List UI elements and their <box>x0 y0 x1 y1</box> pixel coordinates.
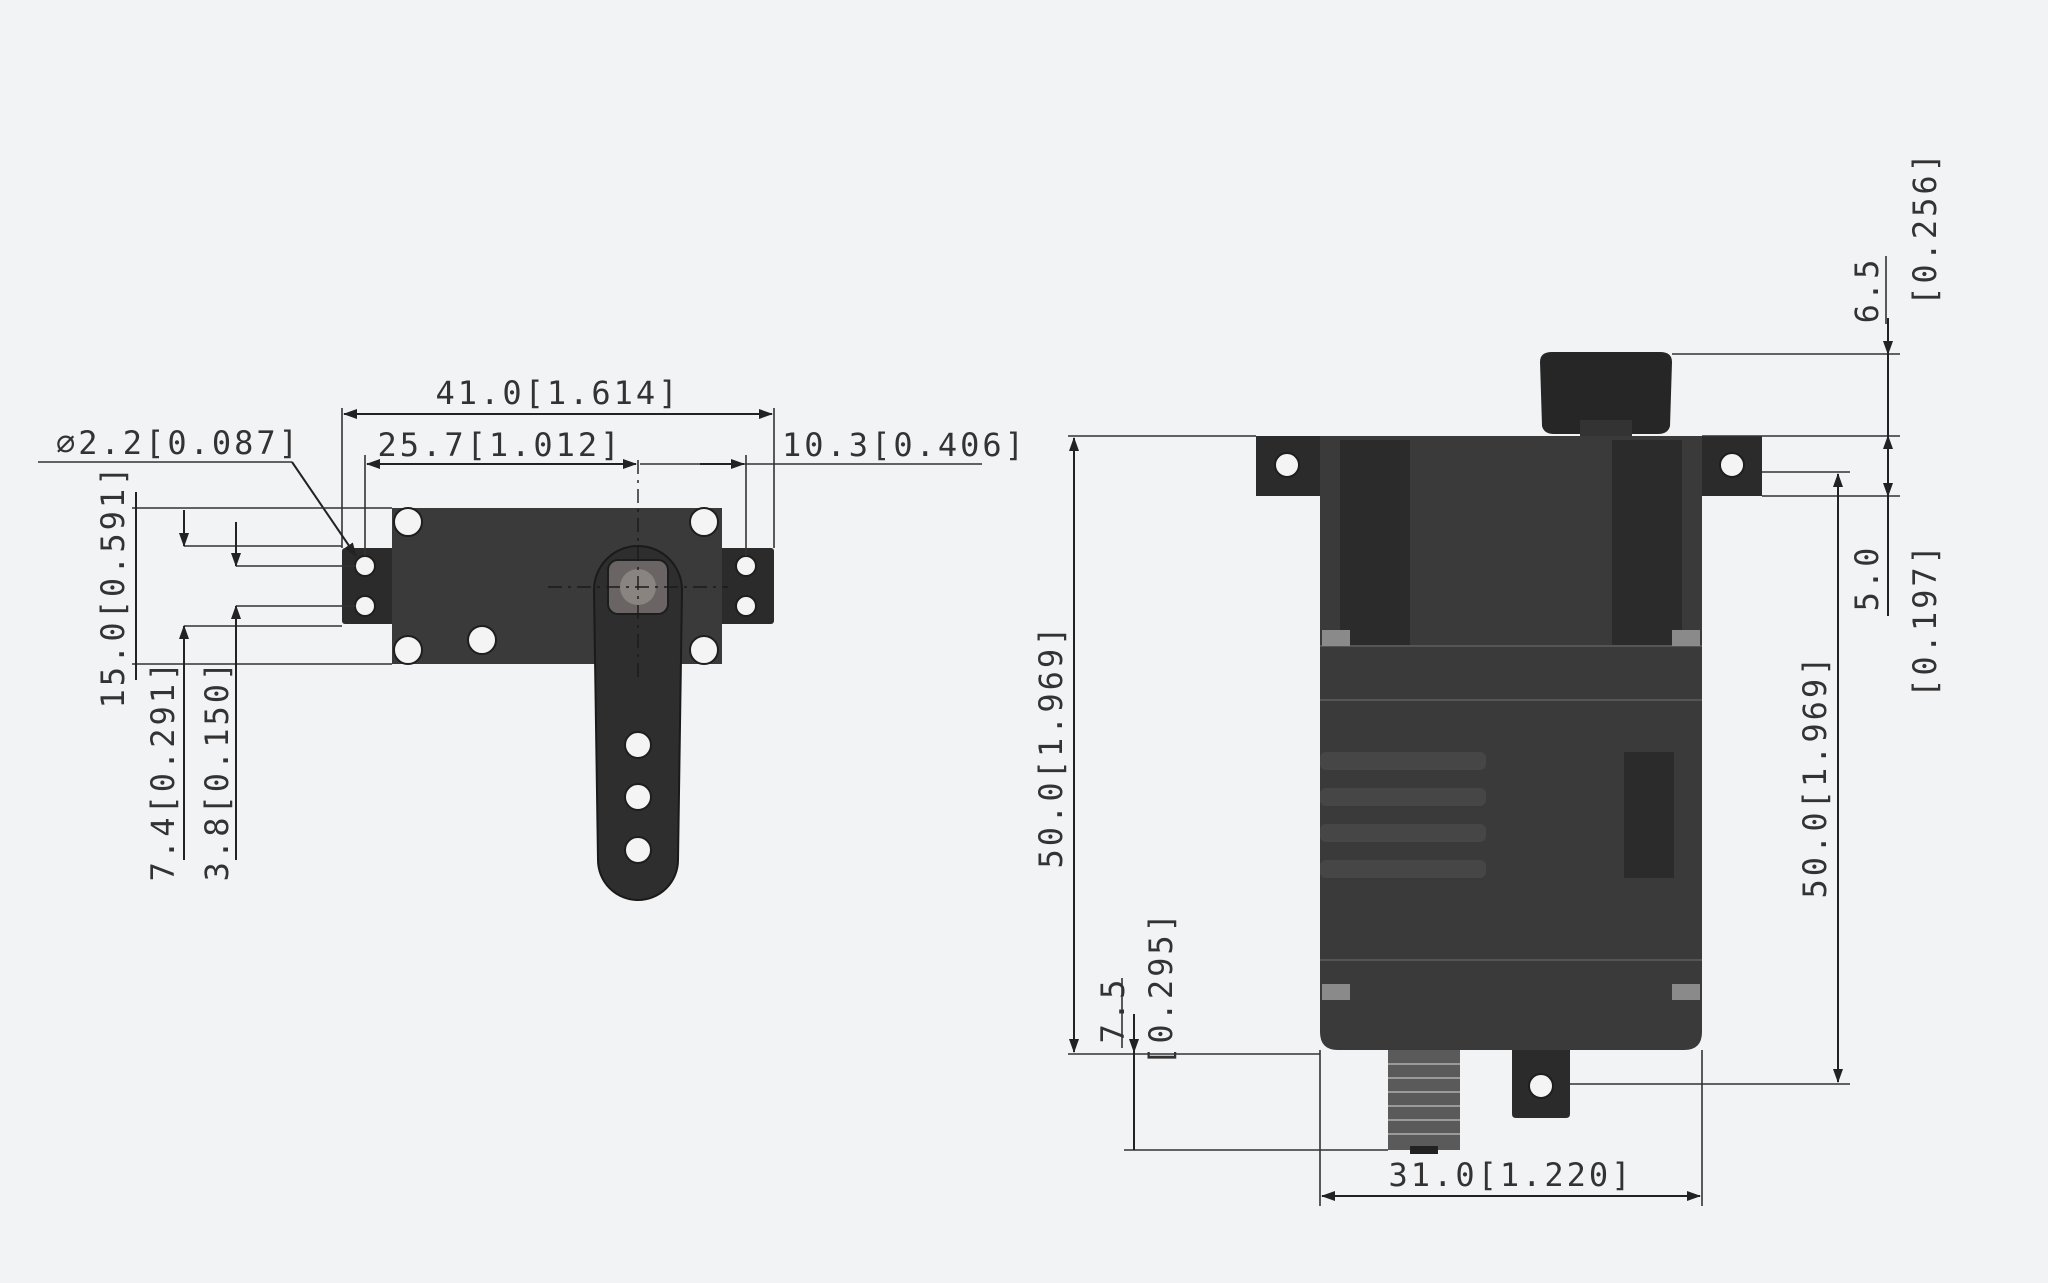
side-mounting-flange <box>1256 436 1762 496</box>
flange-mount-hole <box>1274 452 1300 478</box>
side-screw-tab <box>1672 630 1700 646</box>
side-screw-tab <box>1672 984 1700 1000</box>
side-screw-tab <box>1322 630 1350 646</box>
side-upper-rib <box>1340 440 1410 646</box>
output-gear-cap <box>1540 352 1672 434</box>
output-gear-neck <box>1580 420 1632 440</box>
flange-mount-hole <box>1719 452 1745 478</box>
hole-diameter-leader <box>291 461 357 557</box>
side-label-recess <box>1624 752 1674 878</box>
dim-body-width: 31.0[1.220] <box>1389 1156 1634 1194</box>
side-upper-rib <box>1612 440 1682 646</box>
cooling-fin <box>1320 788 1486 806</box>
front-view: 41.0[1.614] 25.7[1.012] 10.3[0.406] ∅2.2… <box>38 374 1027 901</box>
dim-flange-in: [0.197] <box>1906 542 1944 698</box>
front-body-screw-hole <box>689 635 719 665</box>
dim-top-gear-mm: 6.5 <box>1848 257 1886 324</box>
front-body-screw-hole <box>689 507 719 537</box>
horn-hole <box>624 783 652 811</box>
dim-overall-width: 41.0[1.614] <box>436 374 681 412</box>
front-body-screw-hole <box>393 507 423 537</box>
cooling-fin <box>1320 824 1486 842</box>
dim-hole-offset-a: 7.4[0.291] <box>144 659 182 882</box>
front-body-screw-hole <box>467 625 497 655</box>
servo-horn-arm <box>592 545 684 901</box>
flange-mount-hole <box>735 555 757 577</box>
dim-body-height: 50.0[1.969] <box>1796 654 1834 899</box>
dim-shaft-to-edge: 10.3[0.406] <box>782 426 1027 464</box>
dim-hole-offset-b: 3.8[0.150] <box>198 659 236 882</box>
bottom-mount-hole <box>1528 1073 1554 1099</box>
horn-hole <box>624 836 652 864</box>
cooling-fin <box>1320 752 1486 770</box>
dim-top-gear-in: [0.256] <box>1906 150 1944 306</box>
dim-connector-in: [0.295] <box>1142 910 1180 1066</box>
dim-hole-to-shaft: 25.7[1.012] <box>378 426 623 464</box>
side-screw-tab <box>1322 984 1350 1000</box>
flange-mount-hole <box>354 555 376 577</box>
flange-mount-hole <box>354 595 376 617</box>
flange-mount-hole <box>735 595 757 617</box>
dim-connector-mm: 7.5 <box>1094 977 1132 1044</box>
cooling-fin <box>1320 860 1486 878</box>
horn-hole <box>624 731 652 759</box>
dim-hole-diameter: ∅2.2[0.087] <box>56 424 301 462</box>
front-body-screw-hole <box>393 635 423 665</box>
side-servo-body <box>1320 436 1702 1050</box>
side-view: 6.5 [0.256] 5.0 [0.197] 50.0[1.969] 50.0… <box>1032 150 1944 1206</box>
dim-height: 15.0[0.591] <box>94 464 132 709</box>
dim-flange-mm: 5.0 <box>1848 545 1886 612</box>
dim-total-height: 50.0[1.969] <box>1032 624 1070 869</box>
connector-thread <box>1388 1063 1460 1135</box>
